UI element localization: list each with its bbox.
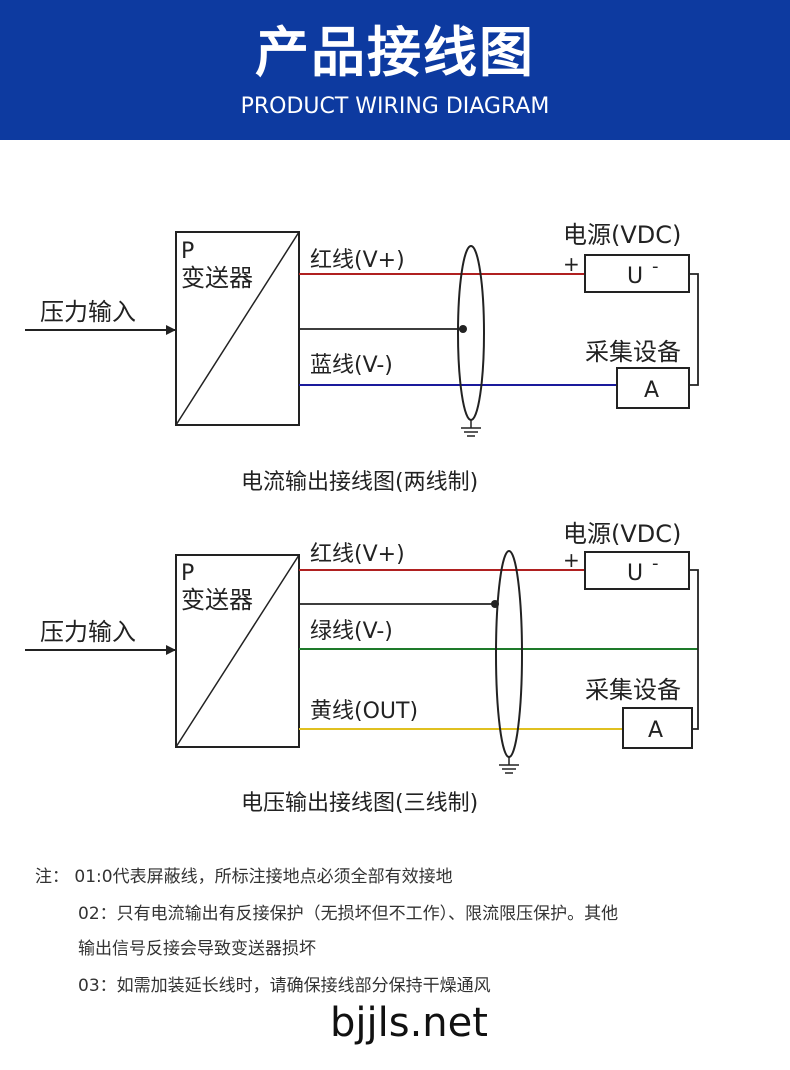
plus-sign: +: [563, 252, 580, 276]
page-subtitle: PRODUCT WIRING DIAGRAM: [240, 94, 550, 119]
acq-label: 采集设备: [585, 338, 681, 366]
diagram1-caption: 电流输出接线图(两线制): [241, 470, 478, 495]
header-banner: 产品接线图 PRODUCT WIRING DIAGRAM: [0, 0, 790, 140]
transmitter-diagonal: [175, 231, 300, 426]
wire-red-label: 红线(V+): [310, 248, 405, 273]
plus-sign: +: [563, 548, 580, 572]
power-return-wire: [689, 273, 699, 386]
acq-box: [622, 707, 693, 749]
note-line-3: 输出信号反接会导致变送器损坏: [78, 939, 316, 959]
acq-box-a: A: [648, 718, 663, 743]
transmitter-p: P: [181, 239, 194, 264]
wire-yellow-label: 黄线(OUT): [310, 699, 418, 724]
power-box-minus: -: [652, 256, 659, 277]
transmitter-diagonal: [175, 554, 300, 748]
acq-label: 采集设备: [585, 676, 681, 704]
watermark: bjjls.net: [330, 1000, 488, 1046]
diagram2-caption: 电压输出接线图(三线制): [241, 791, 478, 816]
power-return-wire: [689, 569, 699, 730]
note-line-1: 注： 01:0代表屏蔽线，所标注接地点必须全部有效接地: [35, 867, 453, 887]
power-label: 电源(VDC): [563, 221, 681, 249]
diagram-voltage-output: 压力输入 P 变送器 红线(V+) 绿线(V-) 黄线(OUT) 电源(VDC)…: [25, 520, 699, 816]
power-label: 电源(VDC): [563, 520, 681, 548]
input-label: 压力输入: [40, 298, 136, 326]
transmitter-p: P: [181, 561, 194, 586]
note-line-4: 03：如需加装延长线时，请确保接线部分保持干燥通风: [78, 976, 491, 996]
wire-blue-label: 蓝线(V-): [310, 353, 393, 378]
power-box: [584, 551, 690, 590]
wire-green-label: 绿线(V-): [310, 619, 393, 644]
page-title: 产品接线图: [255, 21, 535, 84]
note-line-2: 02：只有电流输出有反接保护（无损坏但不工作）、限流限压保护。其他: [78, 904, 619, 924]
power-box-u: U: [627, 561, 643, 586]
power-box-minus: -: [652, 553, 659, 574]
cable-shield: [457, 245, 485, 421]
shield-node: [491, 600, 499, 608]
acq-box: [616, 367, 690, 409]
input-label: 压力输入: [40, 618, 136, 646]
cable-shield: [495, 550, 523, 758]
shield-node: [459, 325, 467, 333]
power-box: [584, 254, 690, 293]
acq-box-a: A: [644, 378, 659, 403]
diagram-current-output: 压力输入 P 变送器 红线(V+) 蓝线(V-) 电源(VDC) + U - 采…: [25, 221, 699, 495]
transmitter-name: 变送器: [181, 264, 253, 292]
wire-red-label: 红线(V+): [310, 542, 405, 567]
ground-icon: [461, 427, 481, 437]
ground-icon: [499, 764, 519, 774]
transmitter-name: 变送器: [181, 586, 253, 614]
power-box-u: U: [627, 264, 643, 289]
